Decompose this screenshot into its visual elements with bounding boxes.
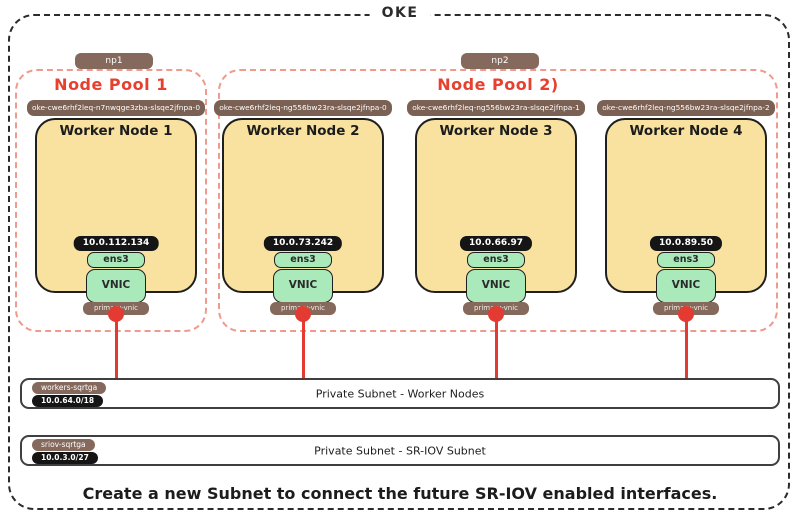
- vnic-box: VNIC: [656, 269, 716, 303]
- node-pool-2-title: Node Pool 2): [437, 75, 559, 94]
- connector-line: [115, 312, 118, 394]
- node-id-badge: oke-cwe6rhf2leq-ng556bw23ra-slsqe2jfnpa-…: [597, 100, 775, 116]
- connector-dot: [108, 306, 124, 322]
- subnet-tag-badge: workers-sqrtga: [32, 382, 107, 394]
- subnet-cidr-badge: 10.0.64.0/18: [32, 395, 104, 407]
- node-ip-badge: 10.0.112.134: [73, 236, 159, 251]
- connector-dot: [678, 306, 694, 322]
- node-iface-badge: ens3: [657, 252, 715, 268]
- node-id-badge: oke-cwe6rhf2leq-n7nwqge3zba-slsqe2jfnpa-…: [27, 100, 205, 116]
- node-ip-badge: 10.0.66.97: [459, 236, 533, 251]
- node-iface-badge: ens3: [274, 252, 332, 268]
- connector-line: [495, 312, 498, 394]
- worker-node-1: oke-cwe6rhf2leq-n7nwqge3zba-slsqe2jfnpa-…: [27, 100, 205, 325]
- subnet-worker-nodes: workers-sqrtga 10.0.64.0/18 Private Subn…: [20, 378, 780, 409]
- connector-dot: [488, 306, 504, 322]
- subnet-tag-badge: sriov-sqrtga: [32, 439, 95, 451]
- node-iface-badge: ens3: [87, 252, 145, 268]
- connector-dot: [295, 306, 311, 322]
- diagram-title: OKE: [369, 5, 431, 21]
- node-id-badge: oke-cwe6rhf2leq-ng556bw23ra-slsqe2jfnpa-…: [214, 100, 392, 116]
- worker-node-title: Worker Node 4: [629, 123, 743, 139]
- np2-tag-badge: np2: [461, 53, 539, 69]
- subnet-label: Private Subnet - SR-IOV Subnet: [314, 444, 486, 457]
- worker-node-title: Worker Node 1: [59, 123, 173, 139]
- worker-node-3: oke-cwe6rhf2leq-ng556bw23ra-slsqe2jfnpa-…: [407, 100, 585, 325]
- np1-tag-badge: np1: [75, 53, 153, 69]
- node-iface-badge: ens3: [467, 252, 525, 268]
- connector-line: [685, 312, 688, 394]
- worker-node-title: Worker Node 2: [246, 123, 360, 139]
- connector-line: [302, 312, 305, 394]
- node-pool-2-box: Node Pool 2): [218, 69, 778, 332]
- vnic-box: VNIC: [86, 269, 146, 303]
- vnic-box: VNIC: [273, 269, 333, 303]
- annotation-note: Create a new Subnet to connect the futur…: [82, 484, 718, 503]
- node-ip-badge: 10.0.89.50: [649, 236, 723, 251]
- worker-node-title: Worker Node 3: [439, 123, 553, 139]
- subnet-label: Private Subnet - Worker Nodes: [315, 387, 485, 400]
- worker-node-2: oke-cwe6rhf2leq-ng556bw23ra-slsqe2jfnpa-…: [214, 100, 392, 325]
- subnet-cidr-badge: 10.0.3.0/27: [32, 452, 98, 464]
- node-id-badge: oke-cwe6rhf2leq-ng556bw23ra-slsqe2jfnpa-…: [407, 100, 585, 116]
- worker-node-4: oke-cwe6rhf2leq-ng556bw23ra-slsqe2jfnpa-…: [597, 100, 775, 325]
- node-pool-1-title: Node Pool 1: [54, 75, 168, 94]
- worker-node-box: Worker Node 2: [222, 118, 384, 293]
- node-pool-1-box: Node Pool 1: [15, 69, 207, 332]
- node-ip-badge: 10.0.73.242: [263, 236, 343, 251]
- vnic-box: VNIC: [466, 269, 526, 303]
- subnet-sriov: sriov-sqrtga 10.0.3.0/27 Private Subnet …: [20, 435, 780, 466]
